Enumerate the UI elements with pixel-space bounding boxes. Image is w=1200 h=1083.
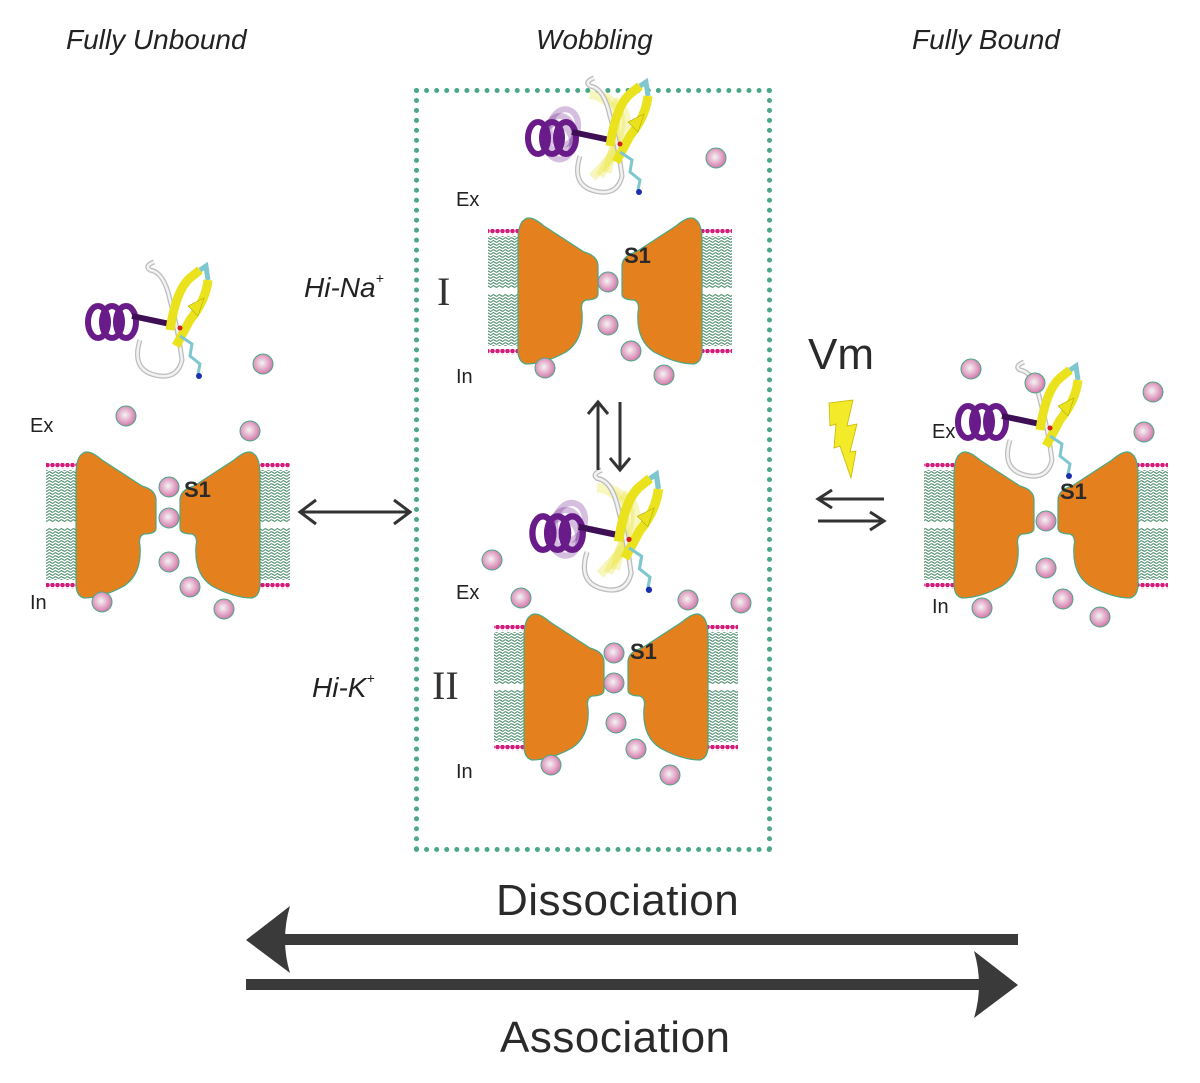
condition-label-hi-na: Hi-Na+ — [304, 269, 384, 304]
site-label-s1: S1 — [184, 477, 211, 502]
condition-label-hi-k: Hi-K+ — [312, 669, 375, 704]
membrane-voltage-label: Vm — [808, 330, 874, 379]
ex-label: Ex — [30, 415, 54, 437]
stage-title-wobbling: Wobbling — [536, 24, 653, 55]
double-headed-arrow — [297, 498, 413, 526]
site-label-s1: S1 — [624, 243, 651, 268]
charge-superscript: + — [375, 269, 384, 286]
in-label: In — [30, 592, 47, 614]
ex-label: Ex — [456, 582, 480, 604]
charge-superscript: + — [366, 669, 375, 686]
site-label-s1: S1 — [630, 639, 657, 664]
in-label: In — [932, 596, 949, 618]
stage-title-unbound: Fully Unbound — [66, 24, 247, 55]
dissociation-label: Dissociation — [496, 876, 740, 925]
state-numeral-I: I — [437, 269, 451, 314]
ex-label: Ex — [456, 189, 480, 211]
ex-label: Ex — [932, 421, 956, 443]
in-label: In — [456, 366, 473, 388]
equilibrium-arrows-horizontal — [815, 488, 887, 532]
dissociation-arrow — [246, 906, 1018, 973]
lightning-bolt-icon — [828, 399, 858, 480]
equilibrium-arrows-vertical — [586, 399, 632, 473]
association-label: Association — [500, 1013, 731, 1062]
site-label-s1: S1 — [1060, 479, 1087, 504]
condition-text: Hi-Na — [304, 272, 376, 303]
condition-text: Hi-K — [312, 672, 367, 703]
stage-title-bound: Fully Bound — [912, 24, 1060, 55]
association-arrow — [246, 951, 1018, 1018]
in-label: In — [456, 761, 473, 783]
state-numeral-II: II — [432, 663, 459, 708]
